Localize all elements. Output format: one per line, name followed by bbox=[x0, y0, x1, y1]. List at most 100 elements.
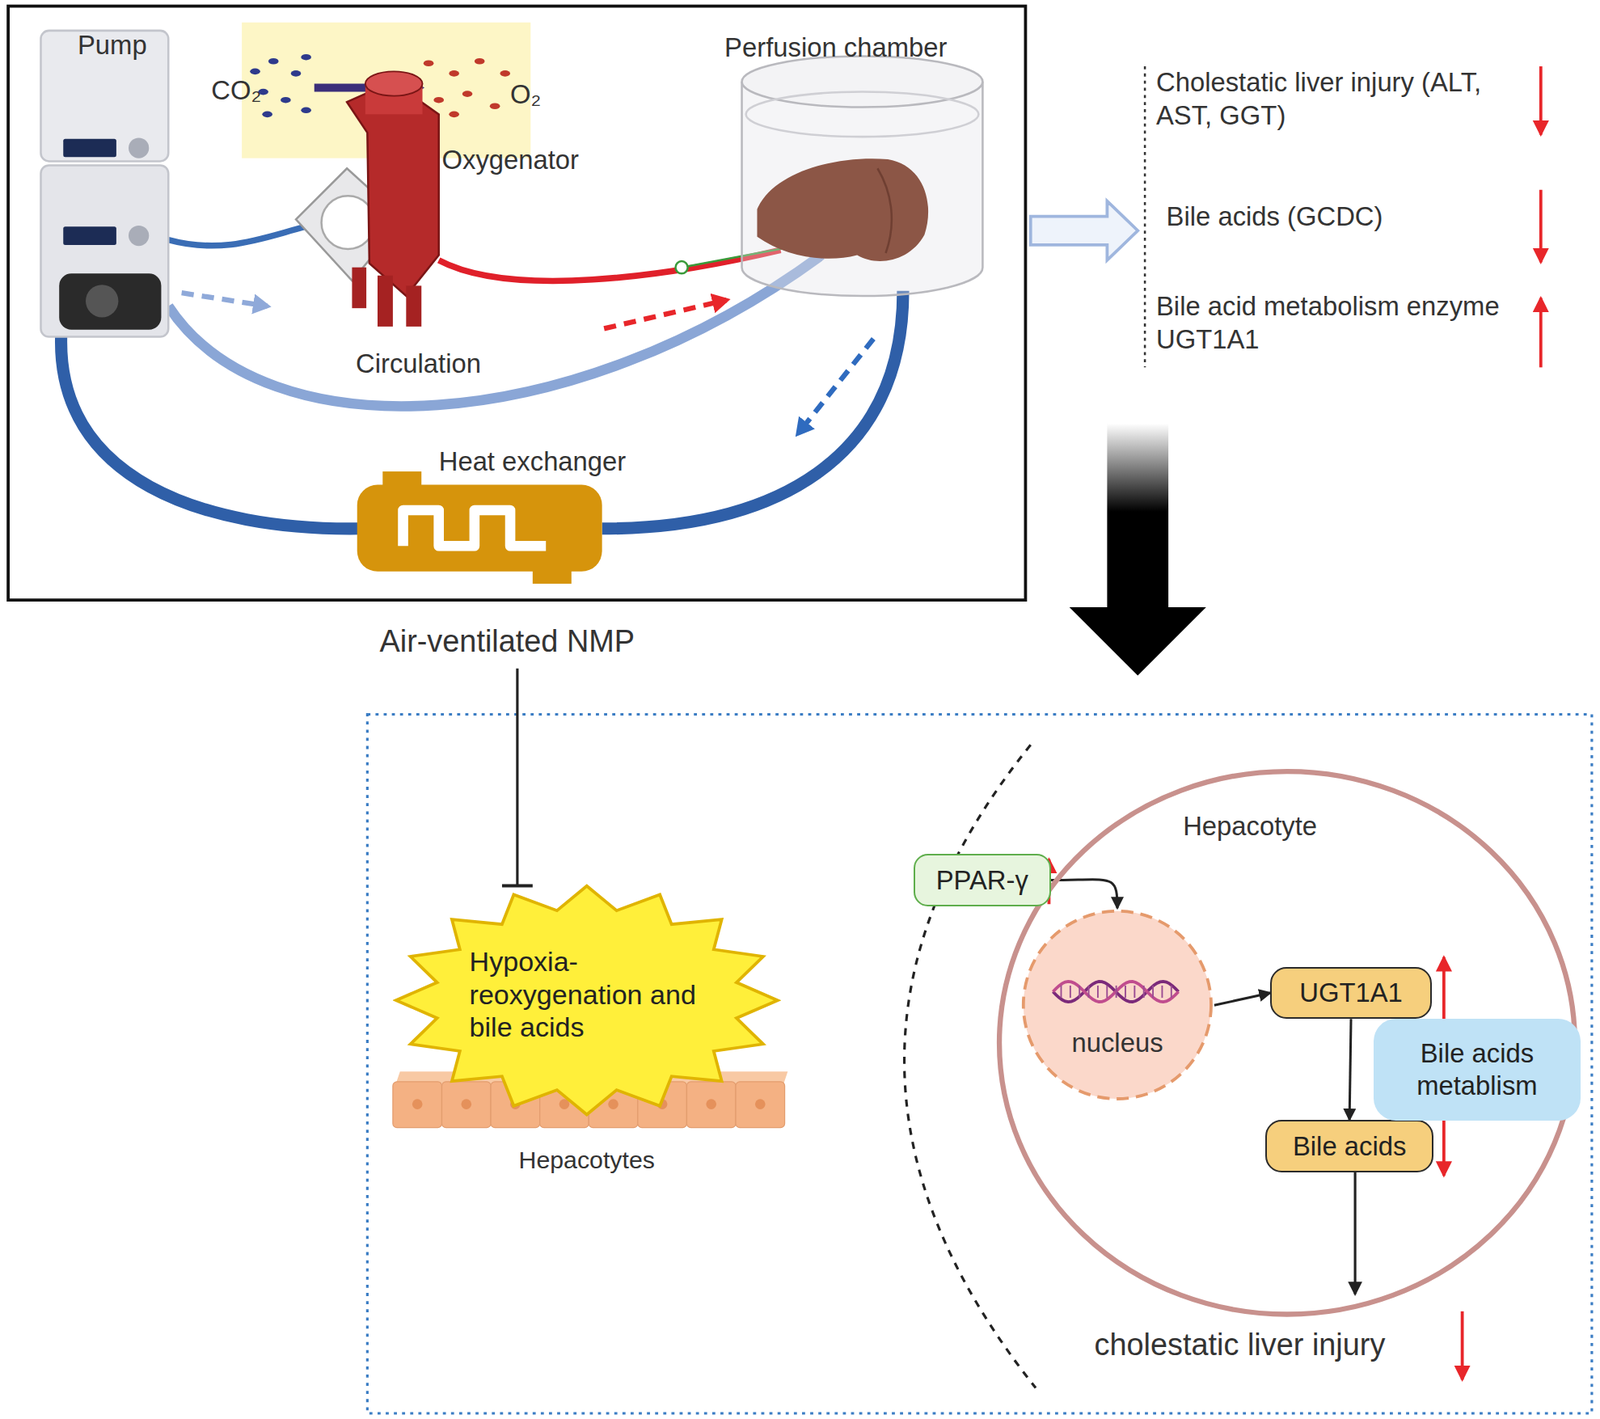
dna-rung bbox=[1106, 985, 1108, 998]
tubing-part bbox=[168, 226, 306, 246]
heat-exchanger-part bbox=[357, 485, 603, 572]
hepatocyte-row-part bbox=[735, 1081, 786, 1128]
outcome-arrow bbox=[1354, 1171, 1356, 1294]
transition-arrows bbox=[1030, 66, 1207, 676]
text-label: Circulation bbox=[316, 346, 520, 380]
dna-rung bbox=[1115, 985, 1118, 998]
gas-molecules-part bbox=[300, 107, 312, 114]
gas-molecules-part bbox=[474, 58, 486, 65]
pump-device-part bbox=[128, 137, 149, 158]
dna-rung bbox=[1078, 985, 1081, 998]
text-label: Perfusion chamber bbox=[724, 30, 947, 64]
node-text: Bile acids metablism bbox=[1379, 1037, 1575, 1102]
gas-molecules-part bbox=[462, 90, 473, 98]
starburst-shape bbox=[396, 886, 778, 1115]
dna-rung bbox=[1060, 985, 1063, 998]
pump-device-part bbox=[63, 139, 117, 158]
tubing-part bbox=[439, 249, 782, 281]
panel-frame-part bbox=[8, 6, 1026, 601]
oxygenator-device-part bbox=[321, 195, 376, 250]
metabolite-box: Bile acids bbox=[1265, 1119, 1434, 1173]
transition-arrows-part bbox=[1144, 66, 1147, 368]
change-arrows-part bbox=[1539, 66, 1543, 136]
gas-molecules-part bbox=[499, 70, 511, 77]
dna-rung bbox=[1134, 985, 1136, 998]
pump-device-part bbox=[59, 273, 161, 330]
outcome-arrow-part bbox=[1354, 1171, 1357, 1294]
starburst: Hypoxia-reoxygenation and bile acids bbox=[392, 882, 782, 1118]
oxygenator-device-part bbox=[405, 285, 422, 326]
text-label: Air-ventilated NMP bbox=[303, 622, 712, 661]
transition-arrows-part bbox=[1069, 423, 1207, 676]
gas-molecules-part bbox=[261, 111, 273, 119]
gas-molecules-part bbox=[249, 68, 261, 76]
oxygenator-device-part bbox=[351, 267, 367, 309]
text-label: Bile acids (GCDC) bbox=[1166, 199, 1384, 233]
oxygenator-device-part bbox=[377, 275, 393, 327]
enzyme-box: UGT1A1 bbox=[1270, 966, 1432, 1020]
hepatocyte-row-part bbox=[755, 1098, 766, 1110]
flow-arrows-part bbox=[181, 292, 268, 306]
bottom-panel-part bbox=[904, 744, 1037, 1388]
change-arrows bbox=[1048, 66, 1541, 1380]
receptor-box: PPAR-γ bbox=[913, 853, 1052, 907]
gas-molecules-part bbox=[300, 54, 312, 61]
perfusion-chamber bbox=[742, 55, 984, 296]
bottom-panel-part bbox=[367, 713, 1592, 1414]
nucleus-circle: nucleus bbox=[1020, 907, 1215, 1102]
pump-device-part bbox=[85, 284, 119, 317]
illustration-part bbox=[8, 6, 1592, 1414]
dna-strand bbox=[1052, 981, 1178, 1002]
change-arrows-part bbox=[1460, 1311, 1465, 1381]
hepatocyte-row-part bbox=[686, 1081, 736, 1128]
tubing-part bbox=[61, 334, 360, 529]
tubing-part bbox=[675, 261, 689, 274]
dna-rung bbox=[1143, 985, 1145, 998]
text-label: Bile acid metabolism enzyme UGT1A1 bbox=[1156, 289, 1503, 356]
node-text: Hepacotyte bbox=[1148, 810, 1352, 842]
hepatocyte-row-part bbox=[705, 1098, 717, 1110]
text-label: O₂ bbox=[510, 77, 541, 111]
panel-frame bbox=[8, 6, 1026, 601]
node-text: PPAR-γ bbox=[936, 864, 1029, 896]
process-box: Bile acids metablism bbox=[1373, 1018, 1581, 1121]
oxygenator-device bbox=[295, 71, 440, 327]
node-text: Bile acids bbox=[1292, 1130, 1406, 1162]
hepatocyte-row-part bbox=[392, 1081, 443, 1128]
dna-rung bbox=[1069, 985, 1072, 998]
dna-strand bbox=[1052, 981, 1178, 1002]
gas-molecules-part bbox=[280, 97, 292, 104]
connector-arrow bbox=[1349, 1018, 1351, 1120]
tubing-part bbox=[602, 291, 904, 529]
change-arrows-part bbox=[1539, 189, 1543, 263]
heat-exchanger-part bbox=[403, 510, 547, 546]
gas-molecules-part bbox=[448, 111, 460, 119]
text-label: Oxygenator bbox=[441, 143, 579, 177]
pump-device-part bbox=[128, 225, 149, 246]
gas-molecules-part bbox=[291, 70, 302, 77]
cell-outline: HepacotytePPAR-γnucleusUGT1A1Bile acidsB… bbox=[995, 767, 1579, 1319]
dna-rung bbox=[1161, 985, 1164, 998]
heat-exchanger bbox=[357, 471, 603, 584]
change-arrows-part bbox=[1539, 298, 1543, 368]
text-label: CO₂ bbox=[211, 73, 262, 107]
dna-rung bbox=[1152, 985, 1154, 998]
bottom-panel-part bbox=[502, 884, 533, 888]
flow-arrows-part bbox=[603, 299, 727, 329]
gas-molecules-part bbox=[423, 59, 435, 67]
gas-molecules bbox=[249, 54, 511, 118]
flow-arrows-part bbox=[797, 338, 874, 434]
perfusion-chamber-part bbox=[756, 158, 929, 262]
perfusion-chamber-part bbox=[746, 92, 980, 138]
node-text: Hypoxia-reoxygenation and bile acids bbox=[469, 945, 705, 1045]
gas-molecules-part bbox=[489, 102, 501, 110]
pump-device-part bbox=[63, 226, 117, 245]
transition-arrows-part bbox=[1030, 201, 1139, 261]
connector-arrow bbox=[1051, 879, 1118, 909]
text-label: Pump bbox=[50, 28, 174, 62]
cell-membrane bbox=[999, 771, 1575, 1314]
pump-device-part bbox=[40, 164, 169, 337]
hepatocyte-row-part bbox=[607, 1098, 619, 1110]
dna-rung bbox=[1088, 985, 1090, 998]
oxygenator-device-part bbox=[365, 71, 423, 96]
